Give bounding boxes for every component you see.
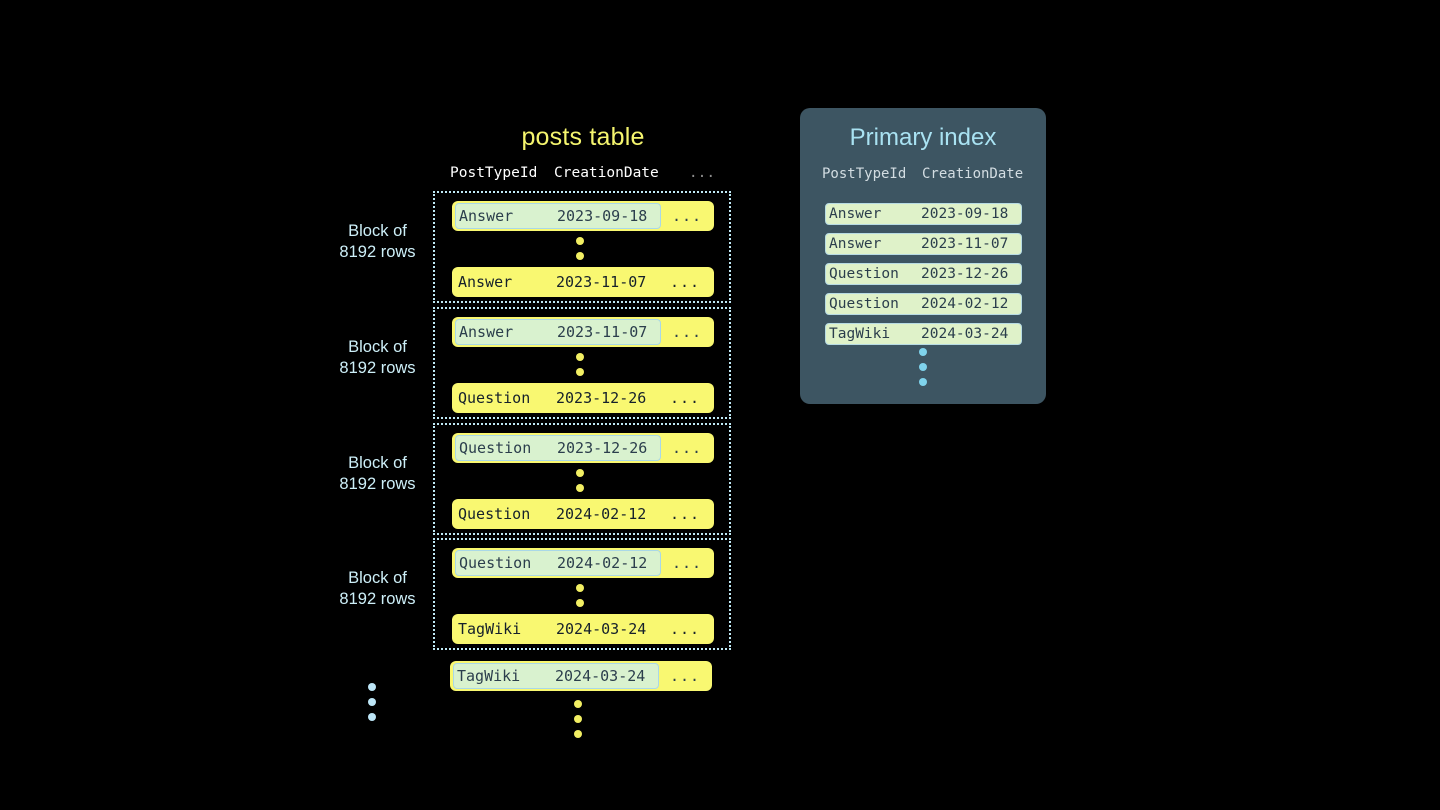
row-key-cells: TagWiki 2024-03-24: [455, 616, 659, 642]
cell-post-type-id: Answer: [459, 323, 514, 341]
row-key-cells: Answer 2023-11-07: [455, 319, 661, 345]
list-item: Question 2023-12-26: [825, 263, 1022, 285]
primary-index-panel: Primary index PostTypeId CreationDate An…: [800, 108, 1046, 404]
table-ellipsis-icon: [574, 700, 582, 738]
table-block-2: Block of 8192 rows Answer 2023-11-07 ...…: [339, 307, 731, 419]
cell-post-type-id: Question: [459, 554, 532, 572]
cell-post-type-id: Question: [459, 439, 532, 457]
row-key-cells: TagWiki 2024-03-24: [453, 663, 659, 689]
cell-creation-date: 2024-03-24: [556, 620, 647, 638]
table-row: Answer 2023-11-07 ...: [452, 317, 714, 347]
posts-table-diagram: posts table PostTypeId CreationDate ... …: [330, 115, 750, 745]
cell-post-type-id: Answer: [829, 236, 882, 252]
block-label-4: Block of 8192 rows: [339, 569, 416, 608]
cell-post-type-id: TagWiki: [458, 620, 522, 638]
block-label-2: Block of 8192 rows: [339, 338, 416, 377]
cell-creation-date: 2024-02-12: [921, 296, 1009, 312]
cell-creation-date: 2024-03-24: [921, 326, 1009, 342]
primary-index-title: Primary index: [849, 124, 997, 151]
cell-creation-date: 2024-02-12: [557, 554, 648, 572]
cell-more: ...: [669, 620, 701, 638]
cell-post-type-id: Question: [458, 505, 531, 523]
cell-post-type-id: Question: [829, 266, 899, 282]
cell-post-type-id: TagWiki: [457, 667, 521, 685]
column-header-post-type-id: PostTypeId: [450, 165, 538, 181]
cell-creation-date: 2023-12-26: [556, 389, 647, 407]
cell-creation-date: 2023-11-07: [557, 323, 648, 341]
row-key-cells: Question 2024-02-12: [455, 501, 659, 527]
cell-post-type-id: Answer: [829, 206, 882, 222]
cell-post-type-id: Question: [458, 389, 531, 407]
list-item: Question 2024-02-12: [825, 293, 1022, 315]
column-header-post-type-id: PostTypeId: [822, 166, 907, 182]
block-label-1: Block of 8192 rows: [339, 222, 416, 261]
row-key-cells: Answer 2023-11-07: [455, 269, 659, 295]
table-row: Question 2023-12-26 ...: [452, 383, 714, 413]
cell-creation-date: 2023-12-26: [921, 266, 1009, 282]
cell-creation-date: 2023-09-18: [921, 206, 1009, 222]
cell-more: ...: [671, 323, 703, 341]
cell-creation-date: 2024-02-12: [556, 505, 647, 523]
block-label-3: Block of 8192 rows: [339, 454, 416, 493]
posts-table-column-headers: PostTypeId CreationDate ...: [450, 165, 732, 181]
table-row: Question 2024-02-12 ...: [452, 499, 714, 529]
row-key-cells: Question 2023-12-26: [455, 385, 659, 411]
cell-creation-date: 2023-12-26: [557, 439, 648, 457]
cell-creation-date: 2023-11-07: [556, 273, 647, 291]
row-key-cells: Question 2023-12-26: [455, 435, 661, 461]
cell-post-type-id: Question: [829, 296, 899, 312]
column-header-creation-date: CreationDate: [554, 165, 659, 181]
primary-index-ellipsis-icon: [800, 348, 1046, 386]
cell-more: ...: [669, 389, 701, 407]
list-item: Answer 2023-09-18: [825, 203, 1022, 225]
column-header-more: ...: [688, 165, 716, 181]
cell-more: ...: [669, 667, 701, 685]
table-row: Question 2024-02-12 ...: [452, 548, 714, 578]
primary-index-column-headers: PostTypeId CreationDate: [822, 166, 1032, 182]
list-item: TagWiki 2024-03-24: [825, 323, 1022, 345]
row-key-cells: Answer 2023-09-18: [455, 203, 661, 229]
cell-more: ...: [671, 207, 703, 225]
page-title: posts table: [521, 123, 645, 151]
cell-more: ...: [671, 554, 703, 572]
cell-more: ...: [669, 273, 701, 291]
table-row: TagWiki 2024-03-24 ...: [452, 614, 714, 644]
table-row: Answer 2023-09-18 ...: [452, 201, 714, 231]
cell-post-type-id: Answer: [458, 273, 513, 291]
cell-more: ...: [669, 505, 701, 523]
list-item: Answer 2023-11-07: [825, 233, 1022, 255]
cell-post-type-id: Answer: [459, 207, 514, 225]
table-row: Answer 2023-11-07 ...: [452, 267, 714, 297]
column-header-creation-date: CreationDate: [922, 166, 1024, 182]
table-block-1: Block of 8192 rows Answer 2023-09-18 ...…: [339, 191, 731, 303]
table-row: Question 2023-12-26 ...: [452, 433, 714, 463]
cell-creation-date: 2023-11-07: [921, 236, 1009, 252]
table-block-4: Block of 8192 rows Question 2024-02-12 .…: [339, 538, 731, 650]
cell-more: ...: [671, 439, 703, 457]
primary-index-entry-list: Answer 2023-09-18 Answer 2023-11-07 Ques…: [825, 203, 1022, 353]
table-row: TagWiki 2024-03-24 ...: [450, 661, 712, 691]
row-key-cells: Question 2024-02-12: [455, 550, 661, 576]
table-block-3: Block of 8192 rows Question 2023-12-26 .…: [339, 423, 731, 535]
blocks-ellipsis-icon: [368, 683, 376, 721]
cell-creation-date: 2024-03-24: [555, 667, 646, 685]
cell-creation-date: 2023-09-18: [557, 207, 648, 225]
cell-post-type-id: TagWiki: [829, 326, 891, 342]
